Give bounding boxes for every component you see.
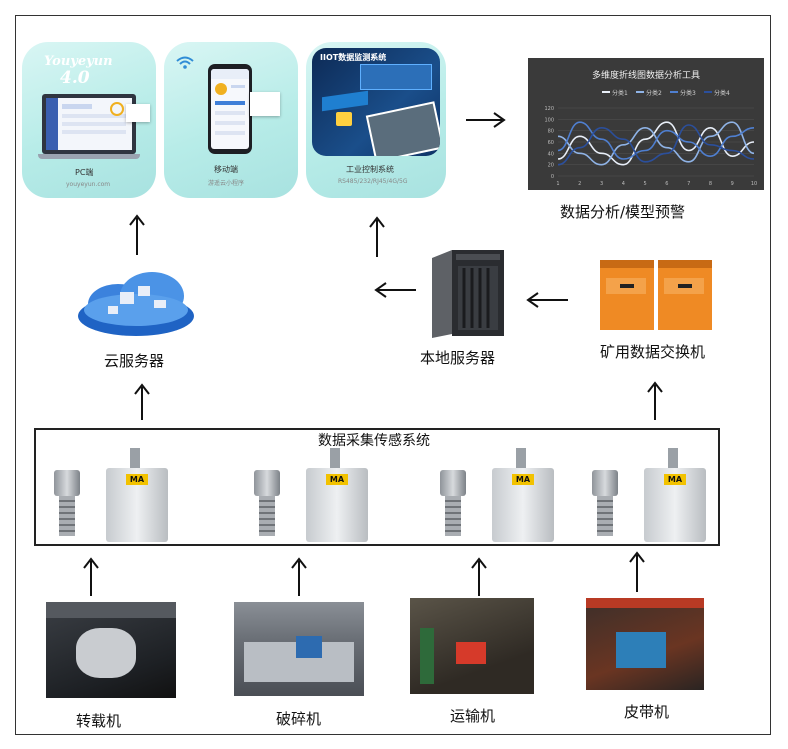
series-line — [557, 121, 755, 166]
sensor-system-box — [34, 428, 720, 546]
industrial-sublabel: RS485/232/RJ45/4G/5G — [338, 178, 408, 185]
industrial-control-panel: IIOT数据监测系统 工业控制系统 RS485/232/RJ45/4G/5G — [306, 42, 446, 198]
arrow-machine-2 — [291, 557, 307, 596]
pc-sublabel: youyeyun.com — [66, 181, 111, 188]
machine-label-4: 皮带机 — [624, 703, 670, 721]
arrow-sensors-to-cloud — [134, 383, 150, 420]
local-server-label: 本地服务器 — [420, 349, 496, 367]
y-tick-label: 20 — [548, 163, 554, 169]
series-line — [557, 121, 755, 160]
machine-label-2: 破碎机 — [276, 710, 322, 728]
switch-label: 矿用数据交换机 — [600, 343, 706, 361]
sensor-system-label: 数据采集传感系统 — [318, 433, 430, 449]
legend-label: 分类1 — [612, 89, 628, 97]
y-tick-label: 120 — [544, 106, 554, 112]
y-tick-label: 80 — [548, 129, 554, 135]
x-tick-label: 5 — [644, 181, 647, 187]
ma-badge: MA — [126, 474, 148, 485]
dashboard-screen-illustration: IIOT数据监测系统 — [312, 48, 440, 156]
probe-sensor — [592, 470, 618, 540]
pc-brand: Youyeyun — [44, 54, 113, 69]
chart-title: 多维度折线图数据分析工具 — [592, 69, 700, 81]
arrow-to-analytics — [466, 112, 506, 128]
sensor-set: MA — [436, 448, 566, 544]
legend-label: 分类2 — [646, 89, 662, 97]
machine-photo-belt — [586, 598, 704, 690]
laptop-illustration — [38, 94, 150, 162]
mine-switch-illustration — [598, 260, 714, 334]
analytics-chart-panel: 多维度折线图数据分析工具分类1 分类2 分类3 分类4 0 20 40 60 80 100 120 1… — [528, 58, 764, 190]
legend-label: 分类3 — [680, 89, 696, 97]
x-tick-label: 2 — [578, 181, 581, 187]
transmitter-box: MA — [644, 448, 706, 542]
arrow-machine-3 — [471, 557, 487, 596]
arrow-server-to-cloud — [374, 282, 416, 298]
mobile-client-panel: 移动端 游遥云小程序 — [164, 42, 298, 198]
arrow-sensors-to-switch — [647, 381, 663, 420]
x-tick-label: 9 — [731, 181, 734, 187]
analytics-caption: 数据分析/模型预警 — [560, 203, 686, 221]
local-server-illustration — [430, 248, 510, 340]
cloud-server-label: 云服务器 — [104, 352, 165, 370]
diagram-frame — [15, 15, 771, 735]
industrial-label: 工业控制系统 — [346, 165, 394, 174]
cloud-server-illustration — [74, 258, 198, 342]
ma-badge: MA — [664, 474, 686, 485]
x-tick-label: 6 — [665, 181, 668, 187]
y-tick-label: 40 — [548, 151, 554, 157]
transmitter-box: MA — [306, 448, 368, 542]
arrow-machine-1 — [83, 557, 99, 596]
legend-label: 分类4 — [714, 89, 730, 97]
y-tick-label: 100 — [544, 117, 554, 123]
pc-client-panel: Youyeyun 4.0 PC端 youyeyun.com — [22, 42, 156, 198]
arrow-machine-4 — [629, 551, 645, 592]
sensor-set: MA — [250, 448, 380, 544]
machine-label-3: 运输机 — [450, 707, 496, 725]
wifi-icon — [176, 56, 194, 69]
x-tick-label: 7 — [687, 181, 690, 187]
probe-sensor — [54, 470, 80, 540]
smartphone-illustration — [208, 64, 252, 154]
pc-version: 4.0 — [60, 68, 90, 88]
probe-sensor — [254, 470, 280, 540]
x-tick-label: 4 — [622, 181, 625, 187]
x-tick-label: 3 — [600, 181, 603, 187]
mobile-sublabel: 游遥云小程序 — [208, 180, 245, 187]
y-tick-label: 0 — [551, 174, 554, 180]
ma-badge: MA — [512, 474, 534, 485]
arrow-server-to-industrial — [369, 216, 385, 257]
sensor-set: MA — [588, 448, 718, 544]
x-tick-label: 1 — [556, 181, 559, 187]
industrial-banner: IIOT数据监测系统 — [320, 53, 387, 62]
series-line — [557, 121, 755, 166]
arrow-cloud-to-clients — [129, 214, 145, 255]
transmitter-box: MA — [106, 448, 168, 542]
machine-photo-conveyor — [410, 598, 534, 694]
x-tick-label: 8 — [709, 181, 712, 187]
probe-sensor — [440, 470, 466, 540]
arrow-switch-to-server — [526, 292, 568, 308]
y-tick-label: 60 — [548, 140, 554, 146]
sensor-set: MA — [50, 448, 180, 544]
transmitter-box: MA — [492, 448, 554, 542]
pc-label: PC端 — [75, 168, 94, 177]
machine-photo-transfer — [46, 602, 176, 698]
mobile-label: 移动端 — [214, 165, 238, 174]
machine-label-1: 转载机 — [76, 712, 122, 730]
x-tick-label: 10 — [751, 181, 757, 187]
machine-photo-crusher — [234, 602, 364, 696]
ma-badge: MA — [326, 474, 348, 485]
series-line — [557, 124, 755, 166]
